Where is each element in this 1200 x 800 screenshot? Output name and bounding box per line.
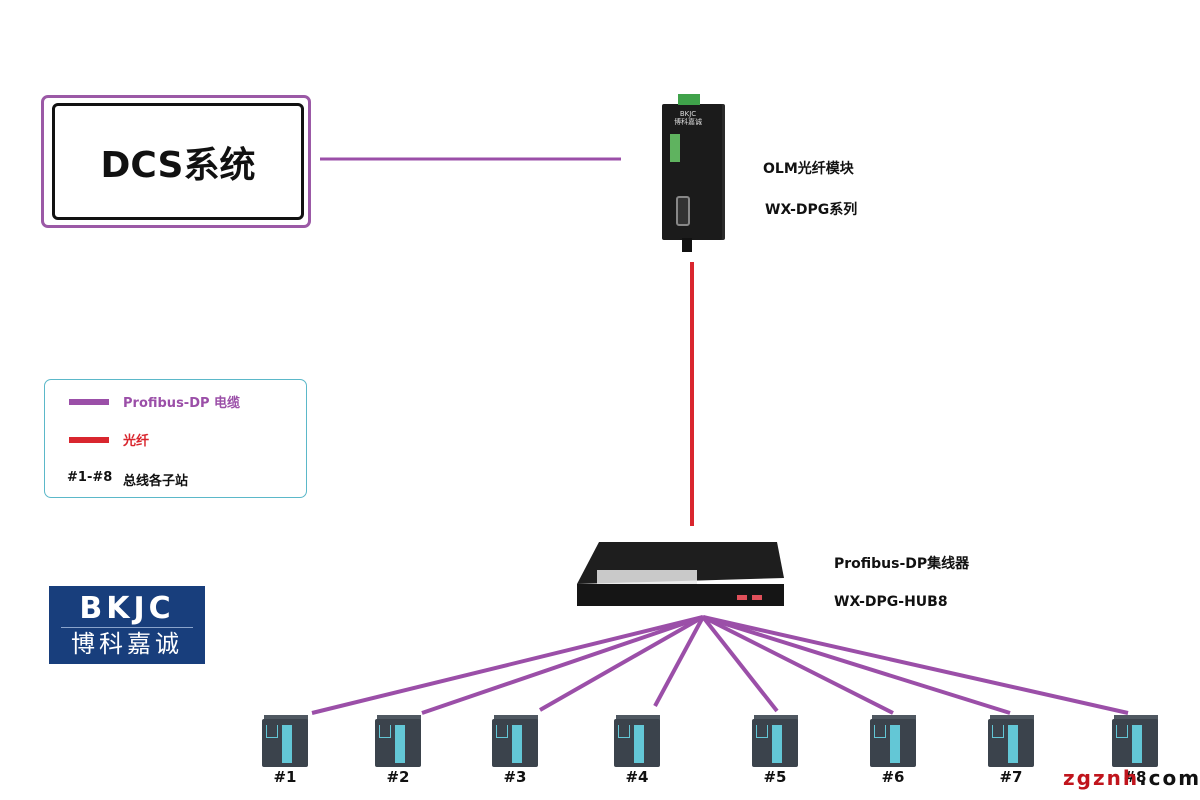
station-label: #4 <box>625 768 649 786</box>
device-brand-en: BKJC <box>679 110 697 118</box>
plc-top <box>494 715 538 721</box>
slave-station-plc[interactable] <box>870 715 916 767</box>
logo-en: BKJC <box>79 591 175 626</box>
profibus-hub-device[interactable] <box>577 540 787 606</box>
plc-status-panel <box>992 725 1004 738</box>
slave-station-plc[interactable] <box>262 715 308 767</box>
hub-to-station-cable <box>311 615 704 715</box>
db9-data-port <box>676 196 690 226</box>
legend: Profibus-DP 电缆 光纤 #1-#8 总线各子站 <box>44 379 307 498</box>
hub-display-2 <box>752 595 762 600</box>
plc-top <box>990 715 1034 721</box>
station-label: #5 <box>763 768 787 786</box>
watermark-black: .com <box>1139 766 1200 790</box>
plc-top <box>377 715 421 721</box>
watermark-red: zgznh <box>1063 766 1140 790</box>
slave-station-plc[interactable] <box>988 715 1034 767</box>
hub-to-station-cable <box>701 615 779 713</box>
plc-status-panel <box>266 725 278 738</box>
plc-status-panel <box>874 725 886 738</box>
legend-station-code: #1-#8 <box>67 470 113 485</box>
plc-io-panel <box>634 725 644 763</box>
plc-top <box>616 715 660 721</box>
logo-cn: 博科嘉诚 <box>71 630 183 658</box>
plc-io-panel <box>512 725 522 763</box>
station-label: #7 <box>999 768 1023 786</box>
slave-station-plc[interactable] <box>375 715 421 767</box>
power-terminals <box>670 134 680 162</box>
terminal-block <box>678 94 700 105</box>
plc-status-panel <box>496 725 508 738</box>
legend-label-fiber: 光纤 <box>123 434 150 449</box>
plc-status-panel <box>618 725 630 738</box>
legend-swatch-profibus <box>69 399 109 405</box>
hub-to-station-cable <box>702 615 1129 715</box>
plc-top <box>264 715 308 721</box>
plc-io-panel <box>395 725 405 763</box>
olm-fiber-module-device[interactable]: BKJC 博科嘉诚 <box>662 94 722 252</box>
hub-label-sticker <box>597 570 697 584</box>
station-label: #8 <box>1123 768 1147 786</box>
legend-label-profibus: Profibus-DP 电缆 <box>123 396 241 411</box>
hub-model-label: WX-DPG-HUB8 <box>834 594 948 610</box>
slave-station-plc[interactable] <box>614 715 660 767</box>
legend-label-stations: 总线各子站 <box>123 474 189 489</box>
plc-top <box>754 715 798 721</box>
plc-status-panel <box>756 725 768 738</box>
hub-to-station-cable <box>702 615 894 715</box>
plc-top <box>1114 715 1158 721</box>
plc-top <box>872 715 916 721</box>
logo-divider <box>61 627 193 628</box>
station-label: #1 <box>273 768 297 786</box>
hub-to-station-cable <box>653 616 705 707</box>
plc-io-panel <box>1008 725 1018 763</box>
olm-series-label: WX-DPG系列 <box>765 202 858 218</box>
hub-label: Profibus-DP集线器 <box>834 556 970 572</box>
fiber-connector <box>682 238 692 252</box>
slave-station-plc[interactable] <box>752 715 798 767</box>
plc-io-panel <box>1132 725 1142 763</box>
plc-io-panel <box>282 725 292 763</box>
dcs-title: DCS系统 <box>100 144 256 186</box>
station-label: #3 <box>503 768 527 786</box>
hub-to-station-cable <box>539 615 704 712</box>
plc-status-panel <box>1116 725 1128 738</box>
hub-to-station-cable <box>702 615 1011 715</box>
slave-station-plc[interactable] <box>492 715 538 767</box>
plc-status-panel <box>379 725 391 738</box>
company-logo: BKJC 博科嘉诚 <box>49 586 205 664</box>
dcs-box[interactable]: DCS系统 <box>52 103 304 220</box>
hub-display-1 <box>737 595 747 600</box>
hub-front <box>577 584 784 606</box>
station-label: #2 <box>386 768 410 786</box>
hub-to-station-cable <box>421 615 704 715</box>
watermark: zgznh.com <box>1063 766 1200 790</box>
station-label: #6 <box>881 768 905 786</box>
plc-io-panel <box>890 725 900 763</box>
legend-swatch-fiber <box>69 437 109 443</box>
plc-io-panel <box>772 725 782 763</box>
olm-label: OLM光纤模块 <box>763 161 854 177</box>
device-brand-cn: 博科嘉诚 <box>674 118 702 126</box>
dcs-box-outer <box>41 95 311 228</box>
slave-station-plc[interactable] <box>1112 715 1158 767</box>
device-brand: BKJC 博科嘉诚 <box>668 110 708 126</box>
